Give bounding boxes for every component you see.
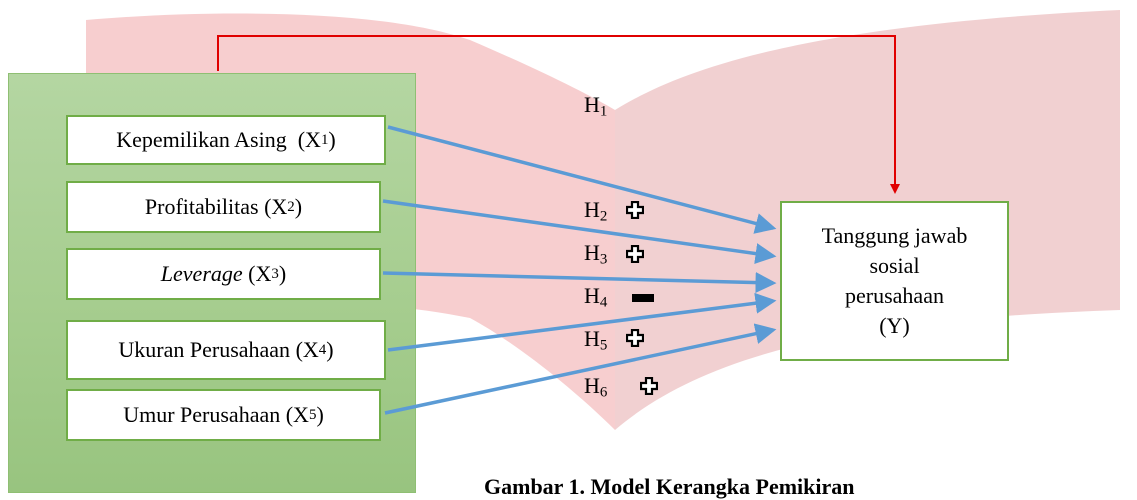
path-arrows <box>217 35 900 415</box>
hypothesis-label-h3: H3 <box>584 240 608 268</box>
variable-label: Kepemilikan Asing <box>116 127 287 152</box>
plus-sign-icon <box>640 377 658 395</box>
hypothesis-label-h5: H5 <box>584 326 608 354</box>
plus-sign-icon <box>626 329 644 347</box>
hypothesis-label-h4: H4 <box>584 283 608 311</box>
variable-label: Leverage <box>160 261 243 286</box>
dependent-line-3: perusahaan <box>845 283 944 308</box>
hypothesis-label-h6: H6 <box>584 373 608 401</box>
variable-label: Profitabilitas <box>144 194 259 219</box>
minus-sign-icon <box>632 294 654 302</box>
hypothesis-label-h1: H1 <box>584 92 608 120</box>
h3-path-arrow <box>382 199 777 264</box>
h1-path-arrow <box>217 35 900 194</box>
dependent-variable-box: Tanggung jawab sosial perusahaan (Y) <box>780 201 1009 361</box>
dependent-line-2: sosial <box>869 253 920 278</box>
h6-path-arrow <box>384 323 777 415</box>
plus-sign-icon <box>626 245 644 263</box>
plus-sign-icon <box>626 201 644 219</box>
dependent-line-4: (Y) <box>879 313 910 338</box>
h2-path-arrow <box>387 125 777 234</box>
dependent-line-1: Tanggung jawab <box>821 223 968 248</box>
h4-path-arrow <box>382 271 777 294</box>
variable-label: Umur Perusahaan <box>123 402 281 427</box>
figure-caption: Gambar 1. Model Kerangka Pemikiran <box>484 474 855 499</box>
h5-path-arrow <box>387 292 777 352</box>
variable-label: Ukuran Perusahaan <box>118 337 291 362</box>
hypothesis-label-h2: H2 <box>584 197 608 225</box>
